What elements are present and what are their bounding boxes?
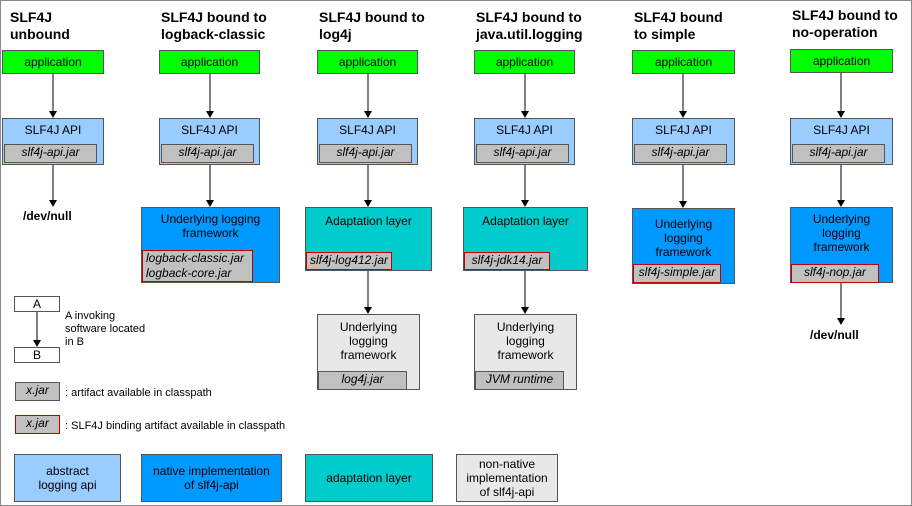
legend-abstract-label: abstract logging api bbox=[38, 464, 97, 492]
legend-jar-text: : artifact available in classpath bbox=[65, 387, 212, 399]
slf4j-api-label: SLF4J API bbox=[181, 123, 238, 137]
slf4j-api-jar-logback: slf4j-api.jar bbox=[161, 144, 254, 163]
legend-abstract-api: abstract logging api bbox=[14, 454, 121, 502]
jvm-runtime-jar: JVM runtime bbox=[475, 371, 564, 390]
legend-invoke-text: A invoking software located in B bbox=[65, 310, 146, 348]
log4j-jar: log4j.jar bbox=[318, 371, 407, 390]
title-nop: SLF4J bound to no-operation bbox=[792, 7, 898, 40]
slf4j-log412-jar: slf4j-log412.jar bbox=[306, 252, 392, 270]
slf4j-api-label: SLF4J API bbox=[655, 123, 712, 137]
title-logback: SLF4J bound to logback-classic bbox=[161, 9, 267, 42]
slf4j-api-label: SLF4J API bbox=[496, 123, 553, 137]
application-box-logback: application bbox=[159, 50, 260, 74]
impl-label-logback: Underlying logging framework bbox=[160, 212, 261, 240]
slf4j-api-label: SLF4J API bbox=[339, 123, 396, 137]
legend-box-b: B bbox=[14, 347, 60, 363]
title-simple: SLF4J bound to simple bbox=[634, 9, 723, 42]
application-box-jul: application bbox=[474, 50, 575, 74]
title-jul: SLF4J bound to java.util.logging bbox=[476, 9, 583, 42]
application-box-simple: application bbox=[632, 50, 735, 74]
slf4j-api-jar-nop: slf4j-api.jar bbox=[792, 144, 885, 163]
impl-label-nop: Underlying logging framework bbox=[812, 212, 871, 254]
slf4j-jdk14-jar: slf4j-jdk14.jar bbox=[464, 252, 550, 270]
slf4j-api-jar-jul: slf4j-api.jar bbox=[476, 144, 569, 163]
dev-null-unbound: /dev/null bbox=[23, 209, 72, 223]
legend-adaptation-label: adaptation layer bbox=[326, 471, 412, 485]
slf4j-api-jar-log4j: slf4j-api.jar bbox=[319, 144, 412, 163]
slf4j-nop-jar: slf4j-nop.jar bbox=[791, 264, 879, 283]
application-box-unbound: application bbox=[2, 50, 104, 74]
legend-non-native: non-native implementation of slf4j-api bbox=[456, 454, 558, 502]
title-unbound: SLF4J unbound bbox=[10, 9, 70, 42]
impl-label-jul: Underlying logging framework bbox=[496, 320, 555, 362]
adaptation-label-jul: Adaptation layer bbox=[482, 214, 569, 228]
adaptation-label-log4j: Adaptation layer bbox=[325, 214, 412, 228]
slf4j-api-label: SLF4J API bbox=[813, 123, 870, 137]
legend-binding-jar: x.jar bbox=[15, 415, 60, 434]
slf4j-api-label: SLF4J API bbox=[24, 123, 82, 137]
dev-null-nop: /dev/null bbox=[810, 328, 859, 342]
legend-adaptation: adaptation layer bbox=[305, 454, 433, 502]
legend-non-native-label: non-native implementation of slf4j-api bbox=[466, 457, 548, 499]
legend-native-impl: native implementation of slf4j-api bbox=[141, 454, 282, 502]
slf4j-api-jar-unbound: slf4j-api.jar bbox=[4, 144, 97, 163]
impl-label-log4j: Underlying logging framework bbox=[339, 320, 398, 362]
title-log4j: SLF4J bound to log4j bbox=[319, 9, 425, 42]
application-box-nop: application bbox=[790, 49, 893, 73]
legend-jar: x.jar bbox=[15, 382, 60, 401]
slf4j-api-box-nop: SLF4J API bbox=[790, 118, 893, 165]
legend-binding-text: : SLF4J binding artifact available in cl… bbox=[65, 420, 286, 432]
impl-label-simple: Underlying logging framework bbox=[654, 217, 713, 259]
legend-box-a: A bbox=[14, 296, 60, 312]
slf4j-api-jar-simple: slf4j-api.jar bbox=[634, 144, 727, 163]
application-box-log4j: application bbox=[317, 50, 418, 74]
logback-jars: logback-classic.jar logback-core.jar bbox=[142, 250, 253, 282]
slf4j-simple-jar: slf4j-simple.jar bbox=[633, 264, 721, 283]
legend-native-label: native implementation of slf4j-api bbox=[153, 464, 270, 492]
